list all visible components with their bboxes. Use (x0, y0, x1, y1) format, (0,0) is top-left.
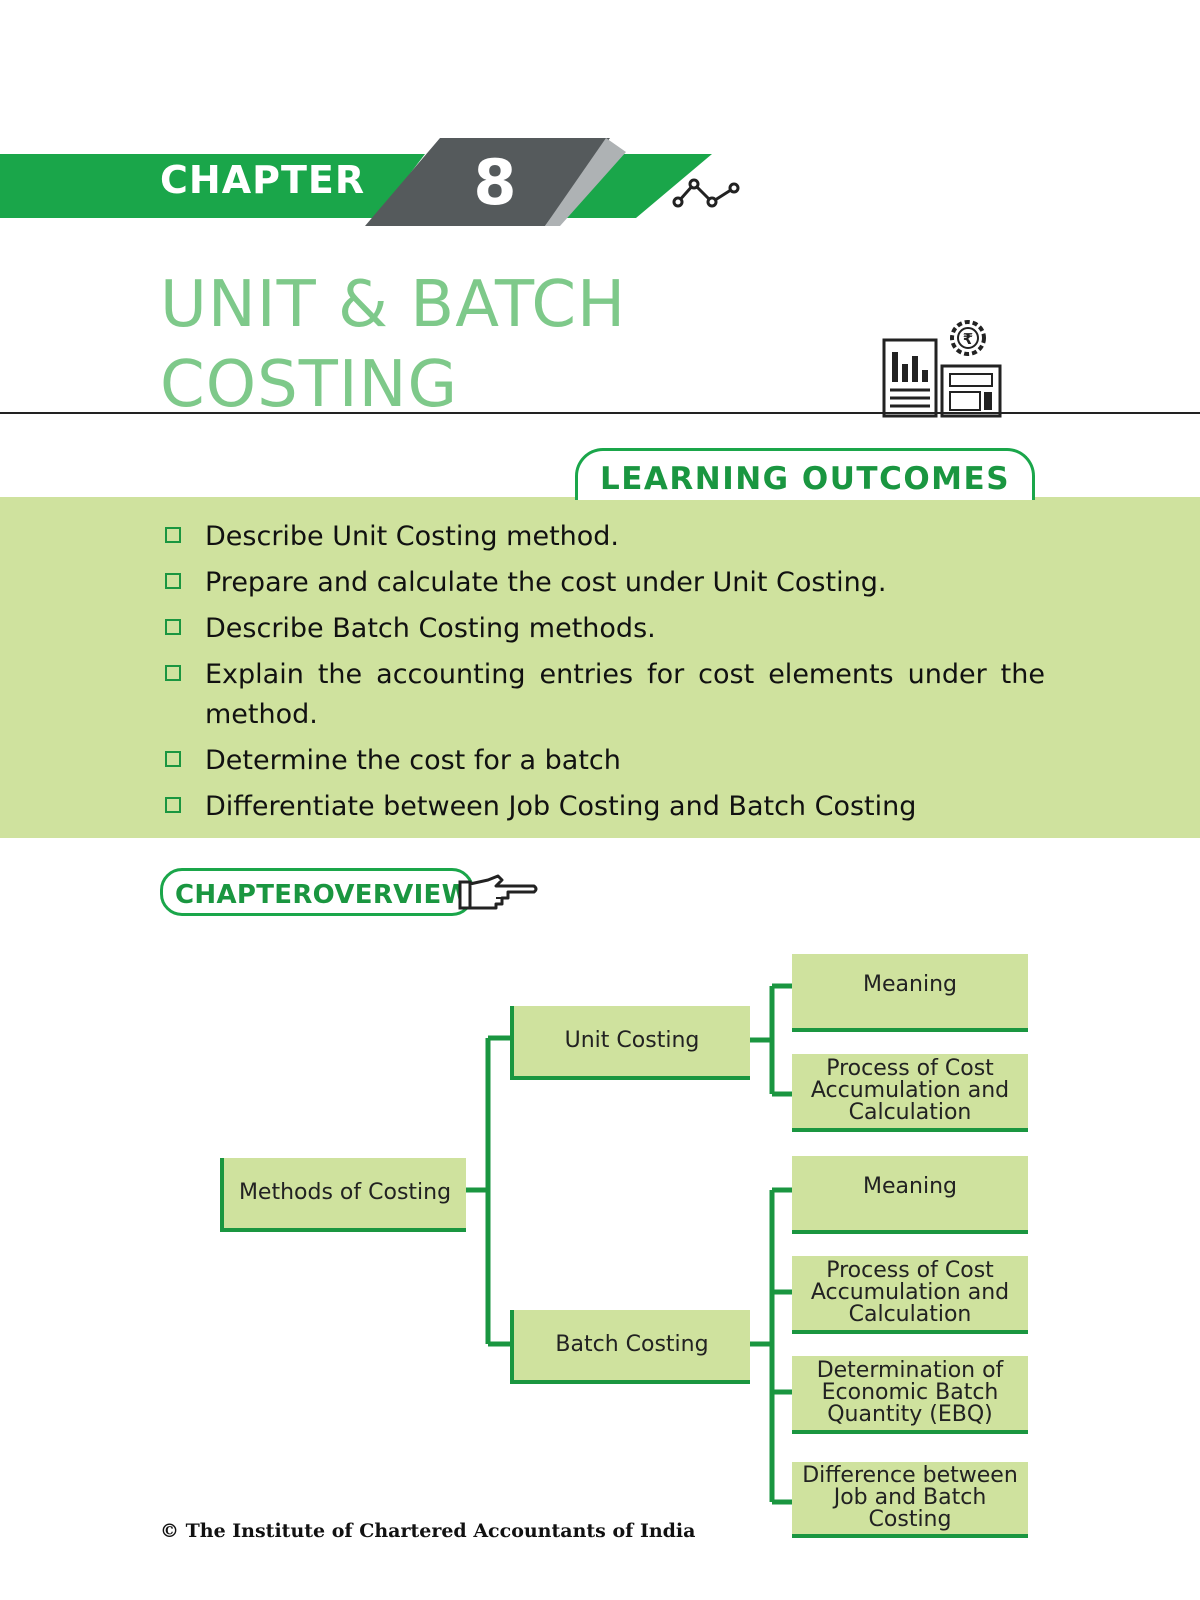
chapter-title-line-1: UNIT & BATCH (160, 268, 627, 342)
line-graph-icon (672, 178, 740, 208)
chapter-overview-heading: CHAPTEROVERVIEW (160, 868, 474, 916)
learning-outcome-text: Describe Unit Costing method. (205, 521, 620, 552)
root-node-label: Methods of Costing (238, 1180, 452, 1205)
title-divider (0, 412, 1200, 414)
learning-outcome-text: Differentiate between Job Costing and Ba… (205, 791, 917, 822)
learning-outcome-item: Prepare and calculate the cost under Uni… (165, 563, 1045, 603)
node-batch-difference: Difference between Job and Batch Costing (792, 1462, 1028, 1538)
node-label: Determination of Economic Batch Quantity… (816, 1358, 1004, 1427)
node-label: Meaning (863, 972, 957, 997)
svg-text:₹: ₹ (963, 330, 973, 348)
node-label: Unit Costing (564, 1028, 700, 1053)
node-label: Process of Cost Accumulation and Calcula… (810, 1056, 1010, 1125)
learning-outcomes-tab: LEARNING OUTCOMES (575, 448, 1035, 500)
learning-outcomes-heading: LEARNING OUTCOMES (599, 461, 1011, 497)
node-label: Meaning (863, 1174, 957, 1199)
checkbox-bullet-icon (165, 797, 181, 813)
node-unit-meaning: Meaning (792, 954, 1028, 1032)
node-batch-costing: Batch Costing (510, 1310, 750, 1384)
chapter-overview-label: CHAPTEROVERVIEW (175, 880, 471, 910)
learning-outcomes-panel: Describe Unit Costing method. Prepare an… (0, 497, 1200, 838)
learning-outcome-item: Describe Batch Costing methods. (165, 609, 1045, 649)
chapter-title-line-2: COSTING (160, 348, 459, 422)
node-label: Process of Cost Accumulation and Calcula… (810, 1258, 1010, 1327)
root-node-methods-of-costing: Methods of Costing (220, 1158, 466, 1232)
node-label: Difference between Job and Batch Costing (802, 1463, 1018, 1532)
learning-outcome-text: Explain the accounting entries for cost … (205, 659, 1045, 730)
chapter-number: 8 (473, 146, 517, 219)
checkbox-bullet-icon (165, 573, 181, 589)
learning-outcome-item: Explain the accounting entries for cost … (165, 655, 1045, 735)
node-label: Batch Costing (555, 1332, 709, 1357)
chapter-label: CHAPTER (160, 158, 366, 202)
learning-outcome-item: Differentiate between Job Costing and Ba… (165, 787, 1045, 827)
learning-outcome-text: Prepare and calculate the cost under Uni… (205, 567, 887, 598)
learning-outcome-item: Determine the cost for a batch (165, 741, 1045, 781)
node-batch-process: Process of Cost Accumulation and Calcula… (792, 1256, 1028, 1334)
checkbox-bullet-icon (165, 527, 181, 543)
checkbox-bullet-icon (165, 751, 181, 767)
copyright-footer: © The Institute of Chartered Accountants… (160, 1520, 696, 1542)
learning-outcome-text: Determine the cost for a batch (205, 745, 621, 776)
node-batch-ebq: Determination of Economic Batch Quantity… (792, 1356, 1028, 1434)
report-and-rupee-gear-icon: ₹ (882, 320, 1002, 418)
learning-outcome-text: Describe Batch Costing methods. (205, 613, 656, 644)
chapter-banner (0, 138, 740, 226)
checkbox-bullet-icon (165, 665, 181, 681)
learning-outcome-item: Describe Unit Costing method. (165, 517, 1045, 557)
node-unit-costing: Unit Costing (510, 1006, 750, 1080)
pointing-hand-icon (458, 874, 538, 910)
node-batch-meaning: Meaning (792, 1156, 1028, 1234)
checkbox-bullet-icon (165, 619, 181, 635)
node-unit-process: Process of Cost Accumulation and Calcula… (792, 1054, 1028, 1132)
